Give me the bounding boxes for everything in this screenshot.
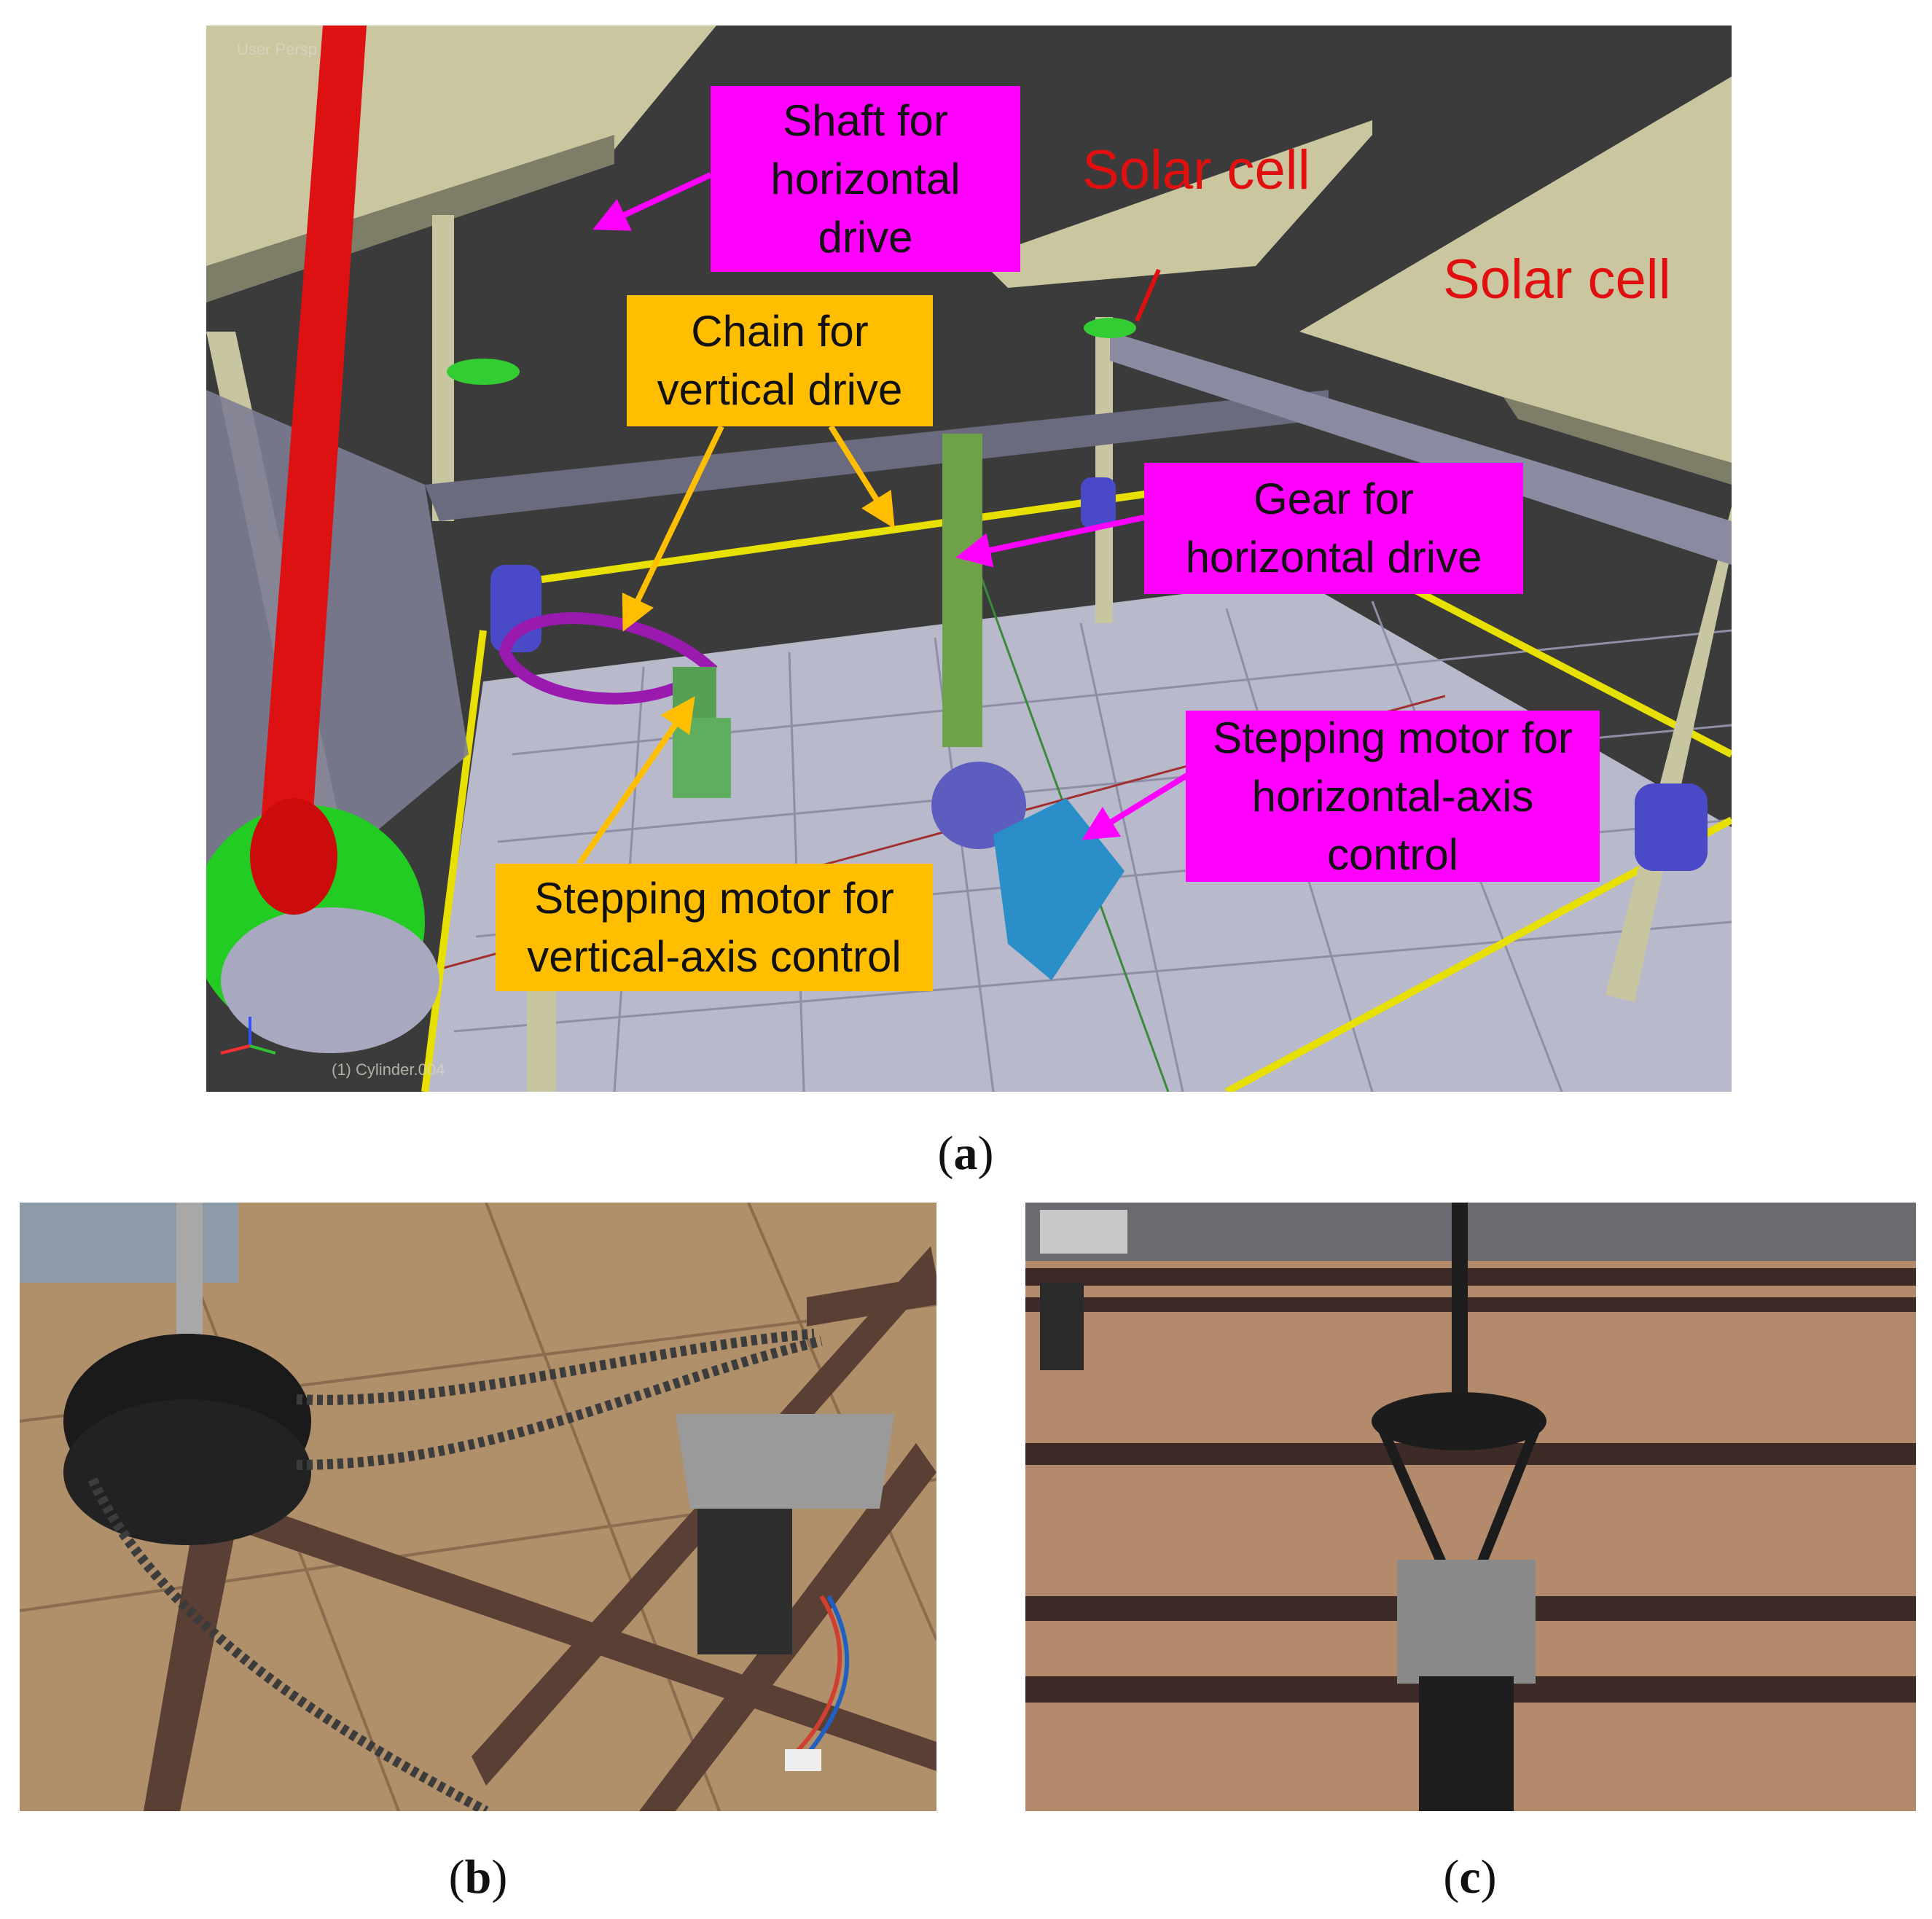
label-shaft-horizontal-drive: Shaft for horizontal drive xyxy=(711,86,1020,272)
panel-b-photo xyxy=(20,1203,936,1811)
caption-a: (a) xyxy=(937,1127,994,1180)
viewport-header-text: User Persp xyxy=(237,40,318,58)
label-solar-cell-2: Solar cell xyxy=(1443,249,1671,310)
label-gear-horizontal-drive: Gear for horizontal drive xyxy=(1144,463,1523,594)
viewport-footer-text: (1) Cylinder.004 xyxy=(332,1060,445,1079)
label-chain-vertical-drive: Chain for vertical drive xyxy=(627,295,933,426)
panel-c-scene xyxy=(1025,1203,1916,1811)
label-solar-cell-1: Solar cell xyxy=(1082,139,1310,201)
label-motor-horizontal-axis: Stepping motor for horizontal-axis contr… xyxy=(1186,711,1600,882)
caption-b-letter: b xyxy=(464,1850,492,1904)
panel-b-scene xyxy=(20,1203,936,1811)
caption-b: (b) xyxy=(448,1850,508,1904)
panel-c-photo xyxy=(1025,1203,1916,1811)
label-chain-text: Chain for vertical drive xyxy=(657,307,903,414)
caption-c: (c) xyxy=(1443,1850,1497,1904)
label-motor-vertical-axis: Stepping motor for vertical-axis control xyxy=(496,864,933,991)
caption-c-letter: c xyxy=(1459,1850,1481,1904)
caption-a-letter: a xyxy=(953,1127,978,1180)
label-gear-text: Gear for horizontal drive xyxy=(1185,474,1482,582)
label-shaft-text: Shaft for horizontal drive xyxy=(770,95,961,262)
label-motor-vertical-text: Stepping motor for vertical-axis control xyxy=(527,873,902,981)
label-motor-horizontal-text: Stepping motor for horizontal-axis contr… xyxy=(1213,713,1573,879)
